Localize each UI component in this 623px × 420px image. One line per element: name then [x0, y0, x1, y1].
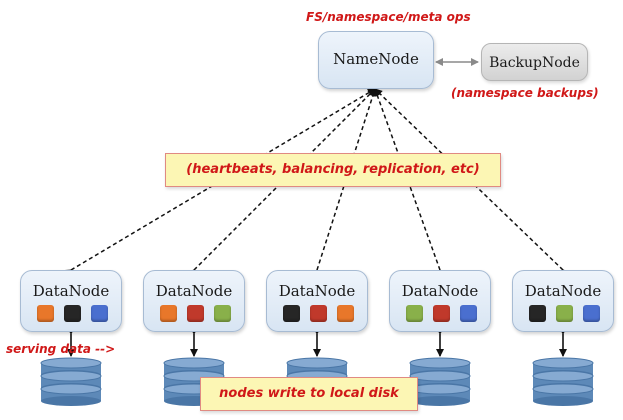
- datanode-title: DataNode: [524, 282, 602, 300]
- heartbeats-banner-label: (heartbeats, balancing, replication, etc…: [186, 162, 480, 177]
- datanode-box[interactable]: DataNode: [20, 270, 122, 332]
- backupnode-box[interactable]: BackupNode: [481, 43, 588, 81]
- backupnode-note: (namespace backups): [451, 86, 599, 100]
- datanode-box[interactable]: DataNode: [143, 270, 245, 332]
- datanode-title: DataNode: [278, 282, 356, 300]
- heartbeats-banner: (heartbeats, balancing, replication, etc…: [165, 153, 501, 187]
- data-block-green: [556, 305, 573, 322]
- data-block-black: [64, 305, 81, 322]
- data-block-blue: [91, 305, 108, 322]
- local-disk-banner-label: nodes write to local disk: [219, 386, 399, 401]
- data-block-orange: [160, 305, 177, 322]
- datanode-title: DataNode: [32, 282, 110, 300]
- backupnode-title: BackupNode: [489, 55, 580, 71]
- data-block-blue: [583, 305, 600, 322]
- namenode-ops-note: FS/namespace/meta ops: [306, 10, 471, 24]
- namenode-box[interactable]: NameNode: [318, 31, 434, 89]
- local-disk-icon: [409, 357, 471, 406]
- heartbeat-connector: [311, 88, 377, 278]
- data-block-blue: [460, 305, 477, 322]
- data-block-green: [214, 305, 231, 322]
- datanode-box[interactable]: DataNode: [512, 270, 614, 332]
- data-block-orange: [37, 305, 54, 322]
- datanode-box[interactable]: DataNode: [389, 270, 491, 332]
- datanode-box[interactable]: DataNode: [266, 270, 368, 332]
- data-block-red: [433, 305, 450, 322]
- data-block-black: [529, 305, 546, 322]
- local-disk-icon: [532, 357, 594, 406]
- datanode-title: DataNode: [401, 282, 479, 300]
- local-disk-banner: nodes write to local disk: [200, 377, 418, 411]
- namenode-title: NameNode: [333, 50, 419, 68]
- data-block-orange: [337, 305, 354, 322]
- heartbeat-connector: [374, 88, 571, 278]
- datanode-title: DataNode: [155, 282, 233, 300]
- data-block-red: [310, 305, 327, 322]
- data-block-red: [187, 305, 204, 322]
- data-block-black: [283, 305, 300, 322]
- local-disk-icon: [40, 357, 102, 406]
- serving-data-note: serving data -->: [6, 342, 116, 356]
- data-block-green: [406, 305, 423, 322]
